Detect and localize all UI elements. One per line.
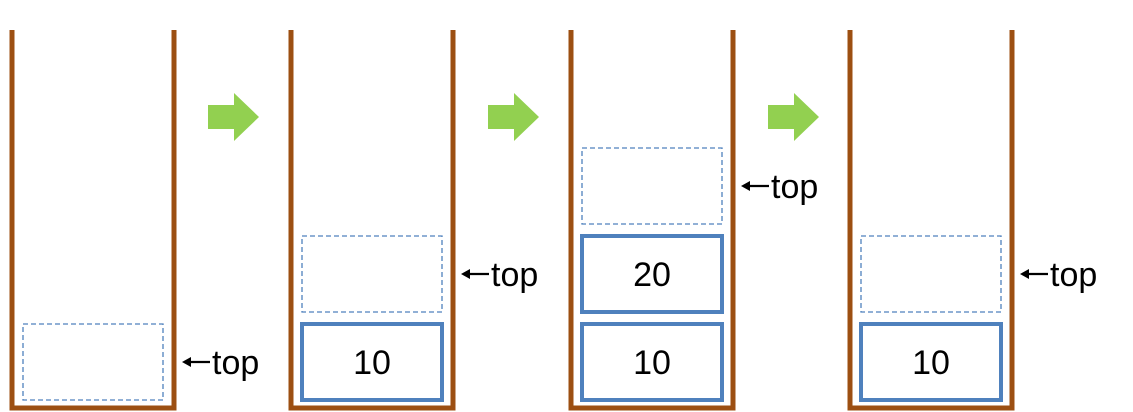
right-arrow-icon xyxy=(208,93,259,141)
top-label: top xyxy=(491,256,538,294)
stack-element-box xyxy=(580,322,724,402)
stack-element-value: 20 xyxy=(633,256,671,294)
top-pointer: top xyxy=(1020,256,1097,294)
top-label: top xyxy=(1050,256,1097,294)
stack-1: top xyxy=(9,30,259,411)
empty-top-slot xyxy=(860,235,1002,313)
right-arrow-icon xyxy=(488,93,539,141)
top-pointer: top xyxy=(741,168,818,206)
top-pointer: top xyxy=(461,256,538,294)
stack-element-value: 10 xyxy=(353,344,391,382)
stack-2: 10 top xyxy=(288,30,538,411)
stack-element-box xyxy=(580,234,724,314)
stack-container xyxy=(288,30,456,411)
stack-container xyxy=(568,30,736,411)
empty-top-slot xyxy=(581,147,723,225)
stack-element-value: 10 xyxy=(912,344,950,382)
stack-4: 10 top xyxy=(847,30,1097,411)
top-label: top xyxy=(212,344,259,382)
stack-element-box xyxy=(859,322,1003,402)
empty-top-slot xyxy=(22,323,164,401)
stack-3: 10 20 top xyxy=(568,30,818,411)
left-arrow-icon xyxy=(1020,269,1029,279)
left-arrow-icon xyxy=(461,269,470,279)
stack-container xyxy=(9,30,177,411)
top-pointer: top xyxy=(182,344,259,382)
left-arrow-icon xyxy=(741,181,750,191)
top-label: top xyxy=(771,168,818,206)
stack-element-value: 10 xyxy=(633,344,671,382)
right-arrow-icon xyxy=(768,93,819,141)
stack-element-box xyxy=(300,322,444,402)
left-arrow-icon xyxy=(182,357,191,367)
stack-container xyxy=(847,30,1015,411)
empty-top-slot xyxy=(301,235,443,313)
